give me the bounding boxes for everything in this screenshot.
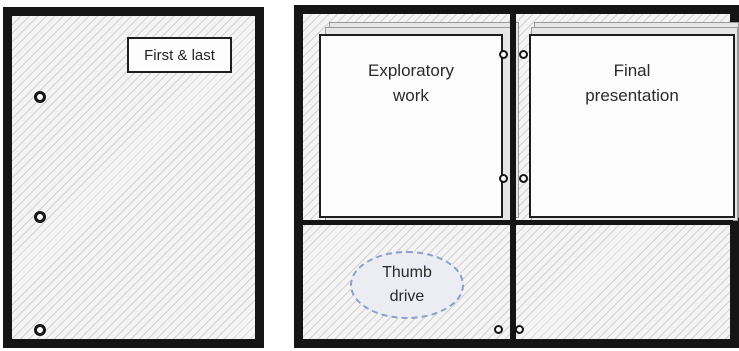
thumb-drive-text: Thumb drive xyxy=(382,261,432,309)
binder-hole xyxy=(34,211,46,223)
right-folder: Exploratory work Final presentation Thum… xyxy=(294,5,739,348)
first-last-label-text: First & last xyxy=(144,47,215,64)
pocket-divider xyxy=(303,220,733,225)
final-presentation-text: Final presentation xyxy=(585,58,679,108)
center-divider xyxy=(510,14,516,341)
binder-hole xyxy=(515,325,524,334)
thumb-drive: Thumb drive xyxy=(350,251,464,319)
binder-hole xyxy=(499,50,508,59)
binder-hole xyxy=(34,91,46,103)
final-presentation-card: Final presentation xyxy=(529,34,735,218)
binder-hole xyxy=(34,324,46,336)
binder-hole xyxy=(494,325,503,334)
left-folder: First & last xyxy=(3,7,264,348)
exploratory-work-text: Exploratory work xyxy=(368,58,454,108)
binder-hole xyxy=(519,174,528,183)
exploratory-work-card: Exploratory work xyxy=(319,34,503,218)
binder-hole xyxy=(499,174,508,183)
first-last-label: First & last xyxy=(127,37,232,73)
binder-hole xyxy=(519,50,528,59)
